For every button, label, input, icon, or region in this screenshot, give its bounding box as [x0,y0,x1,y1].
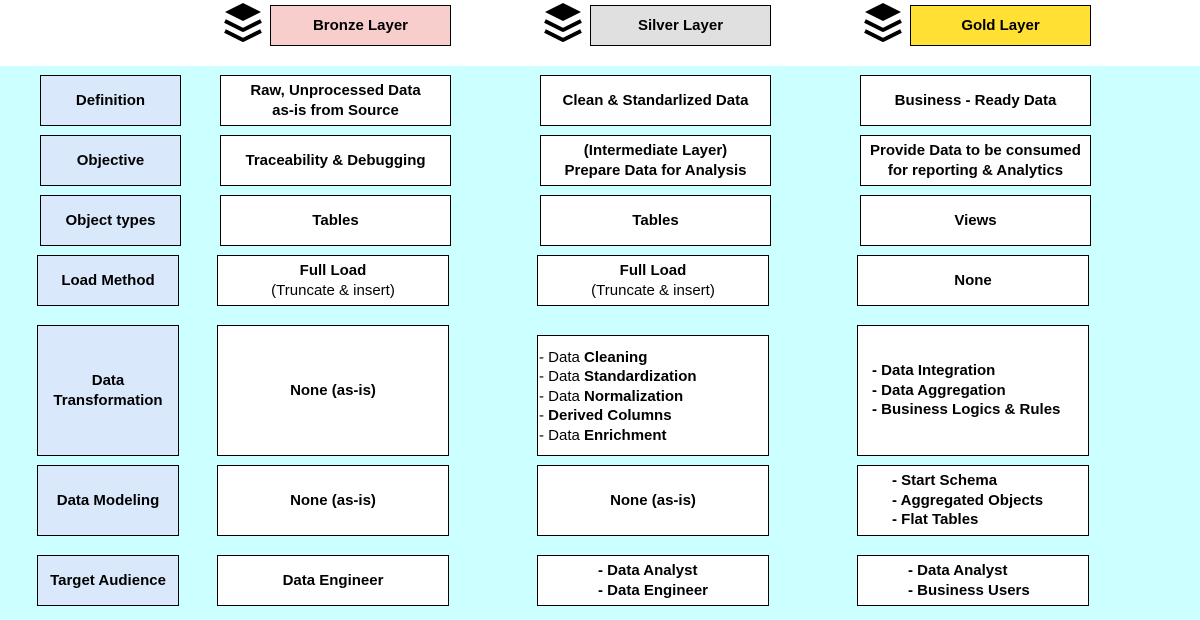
silver-objective-cell: (Intermediate Layer) Prepare Data for An… [540,135,771,186]
silver-definition-cell: Clean & Standarlized Data [540,75,771,126]
row-label-load-method: Load Method [37,255,179,306]
gold-layer-title: Gold Layer [961,16,1040,34]
layers-stack-icon [224,3,262,42]
list-item: - Business Users [908,581,1030,599]
gold-target-audience-cell: - Data Analyst - Business Users [857,555,1089,606]
list-item: - Data Analyst [908,561,1008,579]
row-label-definition: Definition [40,75,181,126]
bronze-data-modeling-cell: None (as-is) [217,465,449,536]
list-item: - Flat Tables [892,511,979,529]
list-item: - Data Analyst [597,561,698,579]
gold-definition-cell: Business - Ready Data [860,75,1091,126]
silver-target-audience-cell: - Data Analyst - Data Engineer [537,555,769,606]
list-item: - Start Schema [892,472,998,490]
list-item: - Derived Columns [539,407,672,424]
bronze-layer-title: Bronze Layer [312,16,409,34]
layers-stack-icon [544,3,582,42]
gold-load-method-cell: None [857,255,1089,306]
silver-load-method-cell: Full Load (Truncate & insert) [537,255,769,306]
silver-object-types-cell: Tables [540,195,771,246]
silver-data-modeling-cell: None (as-is) [537,465,769,536]
list-item: - Data Enrichment [539,426,667,444]
row-label-target-audience: Target Audience [37,555,179,606]
list-item: - Data Standardization [539,368,697,385]
gold-object-types-cell: Views [860,195,1091,246]
bronze-objective-cell: Traceability & Debugging [220,135,451,186]
silver-layer-title: Silver Layer [637,16,724,34]
gold-objective-cell: Provide Data to be consumed for reportin… [860,135,1091,186]
bronze-target-audience-cell: Data Engineer [217,555,449,606]
silver-layer-header: Silver Layer [590,5,771,46]
bronze-layer-header: Bronze Layer [270,5,451,46]
bronze-definition-cell: Raw, Unprocessed Data as-is from Source [220,75,451,126]
gold-data-transformation-cell: - Data Integration - Data Aggregation - … [857,325,1089,456]
bronze-data-transformation-cell: None (as-is) [217,325,449,456]
bronze-load-method-cell: Full Load (Truncate & insert) [217,255,449,306]
list-item: - Data Engineer [597,581,709,599]
list-item: - Data Cleaning [539,348,648,366]
list-item: - Data Normalization [539,387,684,405]
row-label-object-types: Object types [40,195,181,246]
silver-data-transformation-cell: - Data Cleaning - Data Standardization -… [537,335,769,456]
list-item: - Business Logics & Rules [872,401,1061,419]
layers-stack-icon [864,3,902,42]
row-label-data-transformation: Data Transformation [37,325,179,456]
bronze-object-types-cell: Tables [220,195,451,246]
list-item: - Data Integration [872,362,996,380]
list-item: - Aggregated Objects [892,491,1044,509]
row-label-objective: Objective [40,135,181,186]
row-label-data-modeling: Data Modeling [37,465,179,536]
gold-layer-header: Gold Layer [910,5,1091,46]
list-item: - Data Aggregation [872,381,1006,399]
gold-data-modeling-cell: - Start Schema - Aggregated Objects - Fl… [857,465,1089,536]
